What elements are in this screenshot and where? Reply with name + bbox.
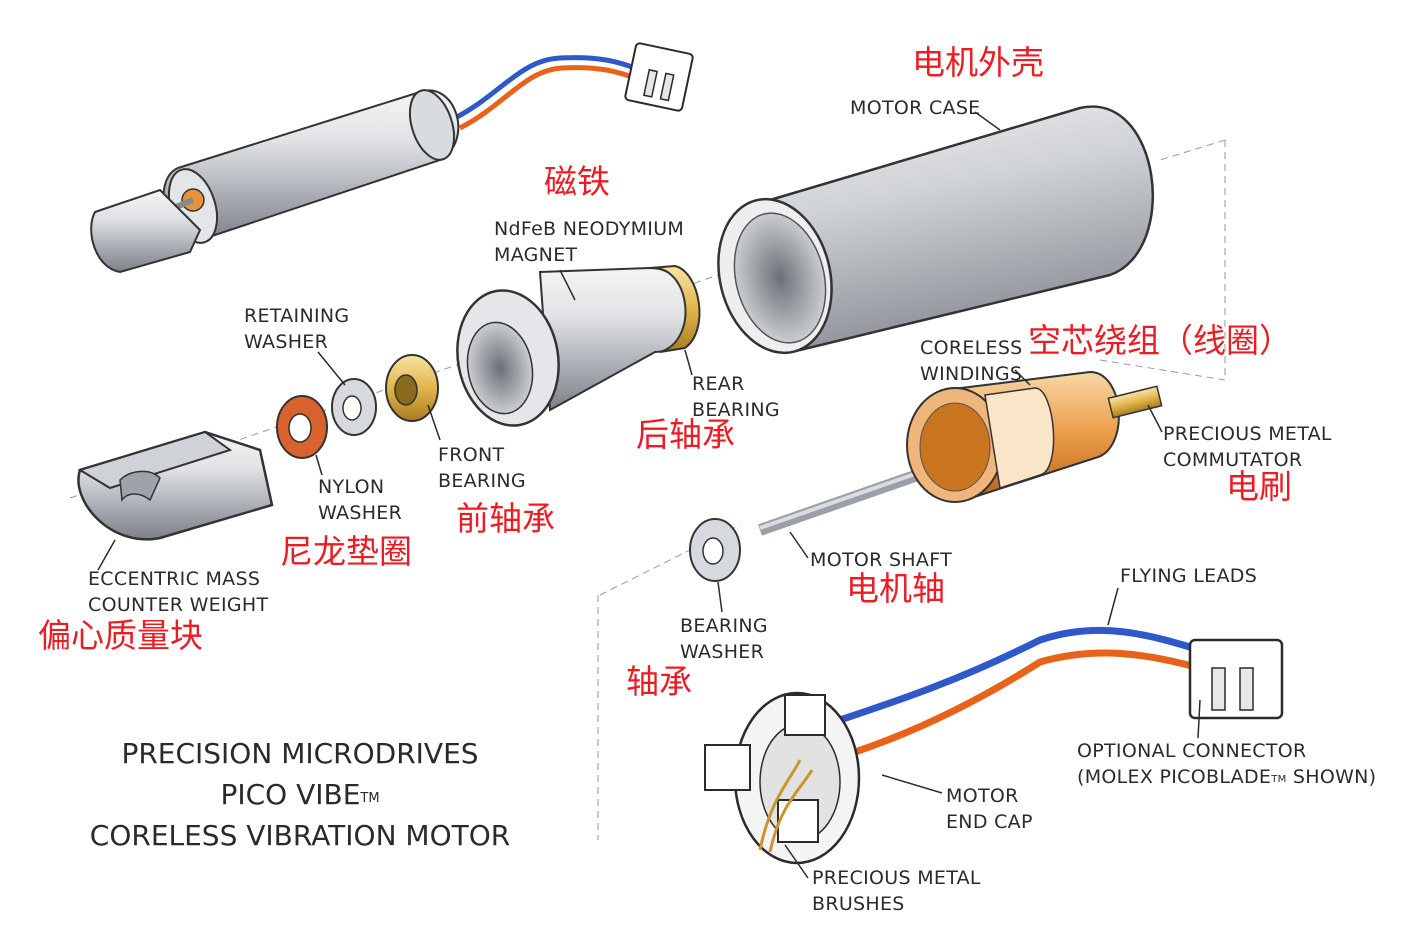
end-cap-label-line2: END CAP bbox=[946, 811, 1033, 833]
commutator-label-line2: COMMUTATOR bbox=[1163, 449, 1303, 471]
magnet-label-line2: MAGNET bbox=[494, 244, 578, 266]
retaining-washer-label-line2: WASHER bbox=[244, 331, 329, 353]
connector-label-line2: (MOLEX PICOBLADETM SHOWN) bbox=[1077, 765, 1376, 790]
retaining-washer-part bbox=[331, 378, 377, 436]
commutator-label-line1: PRECIOUS METAL bbox=[1163, 423, 1332, 445]
title-line2: PICO VIBETM bbox=[60, 774, 540, 815]
eccentric-mass-label-line2: COUNTER WEIGHT bbox=[88, 594, 269, 616]
connector-trademark: TM bbox=[1271, 774, 1287, 785]
connector-label-part-b: SHOWN) bbox=[1286, 766, 1377, 788]
connector-label-line1: OPTIONAL CONNECTOR bbox=[1077, 740, 1307, 762]
cn-eccentric: 偏心质量块 bbox=[38, 616, 203, 655]
connector-label-part-a: (MOLEX PICOBLADE bbox=[1077, 766, 1272, 788]
eccentric-mass-label-line1: ECCENTRIC MASS bbox=[88, 568, 261, 590]
product-name: PICO VIBE bbox=[220, 778, 361, 811]
end-cap-part bbox=[704, 626, 1284, 865]
rear-bearing-label-line2: BEARING bbox=[692, 399, 780, 421]
bearing-washer-label-line2: WASHER bbox=[680, 641, 765, 663]
retaining-washer-label-line1: RETAINING bbox=[244, 305, 350, 327]
assembled-motor-icon bbox=[90, 42, 694, 274]
cn-bearing: 轴承 bbox=[626, 662, 692, 701]
nylon-washer-part bbox=[276, 395, 328, 459]
motor-case-part bbox=[717, 105, 1154, 355]
front-bearing-label-line1: FRONT bbox=[438, 444, 505, 466]
title-line3: CORELESS VIBRATION MOTOR bbox=[89, 819, 511, 852]
nylon-washer-label-line2: WASHER bbox=[318, 502, 403, 524]
cn-rear-bearing: 后轴承 bbox=[636, 415, 735, 454]
magnet-label-line1: NdFeB NEODYMIUM bbox=[494, 218, 685, 240]
windings-label-line1: CORELESS bbox=[920, 337, 1023, 359]
windings-label-line2: WINDINGS bbox=[920, 363, 1023, 385]
cn-nylon-washer: 尼龙垫圈 bbox=[280, 532, 412, 571]
trademark-mark: TM bbox=[360, 791, 380, 806]
bearing-washer-label-line1: BEARING bbox=[680, 615, 768, 637]
leader-lines bbox=[97, 111, 1201, 879]
flying-leads-label: FLYING LEADS bbox=[1120, 565, 1258, 587]
cn-shaft: 电机轴 bbox=[846, 569, 945, 608]
front-bearing-part bbox=[385, 354, 439, 422]
brushes-label-line1: PRECIOUS METAL bbox=[812, 867, 981, 889]
cn-front-bearing: 前轴承 bbox=[456, 499, 555, 538]
cn-windings: 空芯绕组（线圈） bbox=[1028, 321, 1292, 360]
magnet-part bbox=[456, 264, 701, 427]
rotor-windings-part bbox=[758, 370, 1163, 536]
motor-shaft-label: MOTOR SHAFT bbox=[810, 549, 952, 571]
title-line1: PRECISION MICRODRIVES bbox=[121, 737, 479, 770]
cn-brush: 电刷 bbox=[1226, 467, 1292, 506]
end-cap-label-line1: MOTOR bbox=[946, 785, 1019, 807]
rear-bearing-label-line1: REAR bbox=[692, 373, 745, 395]
front-bearing-label-line2: BEARING bbox=[438, 470, 526, 492]
eccentric-mass-part bbox=[77, 430, 274, 541]
cn-magnet: 磁铁 bbox=[544, 162, 610, 201]
bearing-washer-part bbox=[689, 518, 741, 582]
brushes-label-line2: BRUSHES bbox=[812, 893, 905, 915]
cn-motor-case: 电机外壳 bbox=[912, 43, 1044, 82]
motor-case-label: MOTOR CASE bbox=[850, 97, 981, 119]
nylon-washer-label-line1: NYLON bbox=[318, 476, 385, 498]
